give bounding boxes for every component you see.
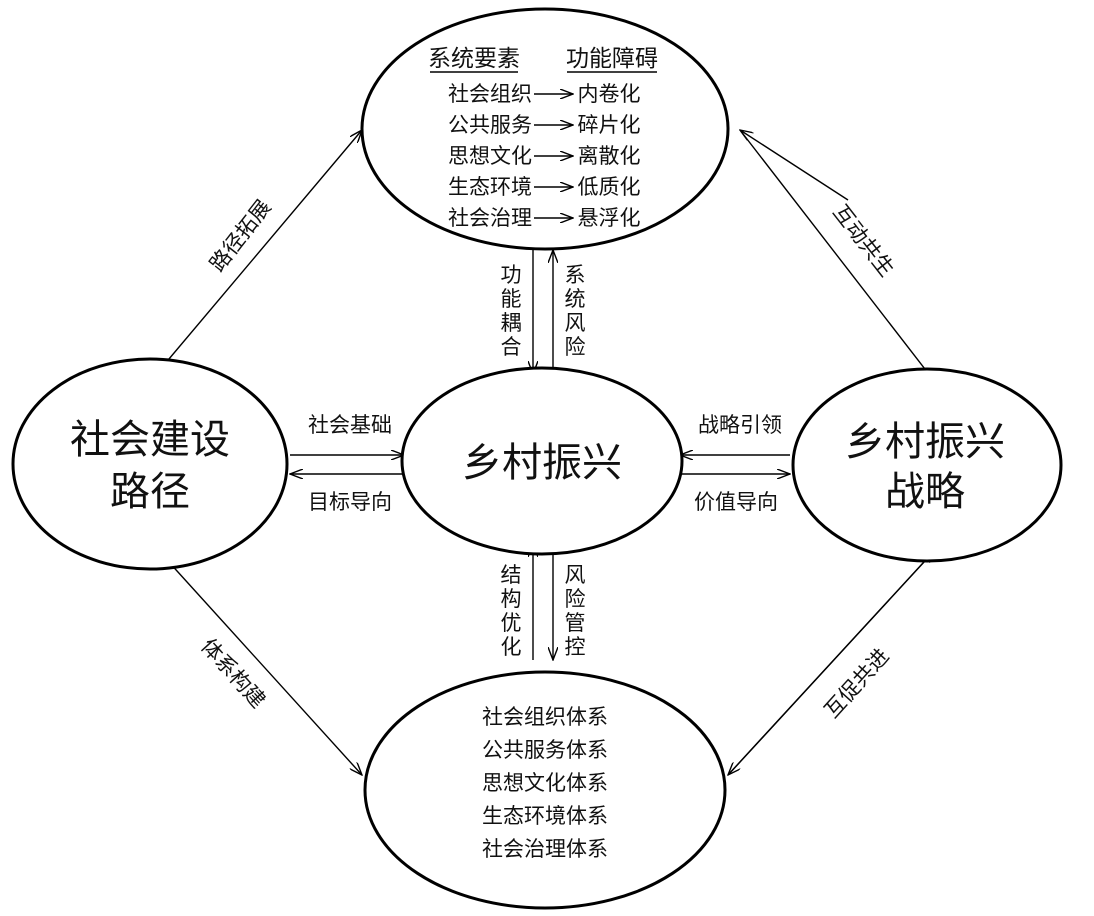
vertical-label-char: 构 xyxy=(501,587,522,611)
edge-left-to-bottom xyxy=(157,549,362,775)
top-row-right: 离散化 xyxy=(578,144,641,168)
edge-label-bottom-right: 互促共进 xyxy=(820,644,894,722)
top-row-right: 内卷化 xyxy=(578,82,641,106)
top-row-left: 生态环境 xyxy=(448,175,532,199)
edge-label-top-to-center: 功能耦合 xyxy=(501,263,522,359)
top-row-left: 公共服务 xyxy=(448,113,532,137)
right-node-line2: 战略 xyxy=(885,469,965,515)
left-node-line2: 路径 xyxy=(110,469,190,515)
vertical-label-char: 险 xyxy=(565,587,586,611)
top-row-left: 社会治理 xyxy=(448,206,532,230)
left-node-line1: 社会建设 xyxy=(70,417,230,463)
bottom-node-content: 社会组织体系 公共服务体系 思想文化体系 生态环境体系 社会治理体系 xyxy=(482,705,608,861)
vertical-label-char: 功 xyxy=(501,263,522,287)
edge-label-right-to-center: 战略引领 xyxy=(698,413,782,437)
edge-label-bottom-to-center: 结构优化 xyxy=(501,563,522,659)
bottom-row: 思想文化体系 xyxy=(482,771,608,795)
edge-label-center-to-bottom: 风险管控 xyxy=(565,563,586,659)
vertical-label-char: 结 xyxy=(501,563,522,587)
vertical-label-char: 能 xyxy=(501,287,522,311)
bottom-row: 公共服务体系 xyxy=(482,738,608,762)
edge-label-center-to-left: 目标导向 xyxy=(308,490,392,514)
vertical-label-char: 控 xyxy=(565,635,586,659)
edge-bottom-right-down xyxy=(728,549,936,775)
right-node-line1: 乡村振兴 xyxy=(845,419,1005,465)
top-header-left: 系统要素 xyxy=(428,46,520,72)
edge-label-center-to-right: 价值导向 xyxy=(694,490,778,514)
center-node-label: 乡村振兴 xyxy=(462,440,622,486)
top-row-right: 悬浮化 xyxy=(578,206,641,230)
top-row-right: 低质化 xyxy=(578,175,641,199)
vertical-label-char: 系 xyxy=(565,263,586,287)
bottom-node xyxy=(363,670,727,910)
left-node xyxy=(11,357,289,571)
vertical-label-char: 耦 xyxy=(501,311,522,335)
bottom-row: 生态环境体系 xyxy=(482,804,608,828)
edge-left-to-top xyxy=(157,130,362,373)
edges xyxy=(157,129,936,775)
vertical-label-char: 统 xyxy=(565,287,586,311)
center-node xyxy=(400,366,684,556)
vertical-label-char: 险 xyxy=(565,335,586,359)
right-node xyxy=(791,367,1063,563)
top-row-left: 思想文化 xyxy=(448,144,532,168)
edge-label-left-to-top: 路径拓展 xyxy=(205,195,276,276)
edge-top-right-down xyxy=(739,129,935,382)
edge-label-center-to-top: 系统风险 xyxy=(565,263,586,359)
top-row-right: 碎片化 xyxy=(578,113,641,137)
top-header-right: 功能障碍 xyxy=(566,46,658,72)
bottom-row: 社会组织体系 xyxy=(482,705,608,729)
edge-label-left-to-center: 社会基础 xyxy=(308,413,392,437)
vertical-label-char: 管 xyxy=(565,611,586,635)
top-node-content: 系统要素 功能障碍 社会组织 内卷化 公共服务 碎片化 思想文化 离散化 生态环… xyxy=(428,46,658,230)
edge-top-right xyxy=(740,130,849,201)
vertical-label-char: 优 xyxy=(501,611,522,635)
top-node xyxy=(360,7,730,251)
vertical-label-char: 化 xyxy=(501,635,522,659)
top-row-left: 社会组织 xyxy=(448,82,532,106)
vertical-label-char: 风 xyxy=(565,563,586,587)
edge-label-left-to-bottom: 体系构建 xyxy=(196,634,270,712)
vertical-label-char: 合 xyxy=(501,335,522,359)
bottom-row: 社会治理体系 xyxy=(482,837,608,861)
vertical-label-char: 风 xyxy=(565,311,586,335)
edge-label-top-right: 互动共生 xyxy=(828,200,899,281)
